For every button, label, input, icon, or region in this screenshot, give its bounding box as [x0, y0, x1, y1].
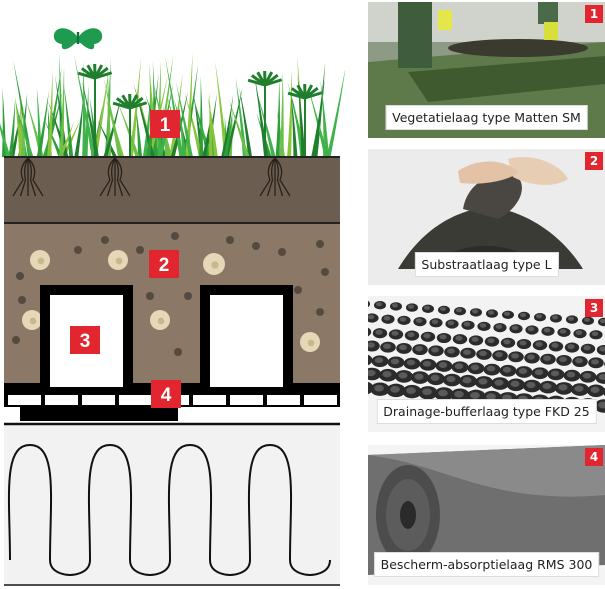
photo-protection-roll: 4 Bescherm-absorptielaag RMS 300 — [368, 445, 605, 585]
photo-caption-4: Bescherm-absorptielaag RMS 300 — [373, 552, 600, 577]
photo-badge-3: 3 — [585, 299, 603, 317]
layer-badge-4: 4 — [151, 380, 181, 408]
vegetation-grass — [0, 52, 345, 158]
photo-drainage-buffer: 3 Drainage-bufferlaag type FKD 25 — [368, 296, 605, 432]
svg-text:2: 2 — [159, 255, 170, 276]
butterfly-icon — [53, 28, 103, 50]
layer-badge-3: 3 — [70, 326, 100, 354]
layer-badge-2: 2 — [149, 250, 179, 278]
substrate-pebbles — [12, 232, 329, 356]
photo-caption-3: Drainage-bufferlaag type FKD 25 — [376, 399, 597, 424]
svg-text:3: 3 — [80, 331, 91, 352]
photo-caption-2: Substraatlaag type L — [414, 252, 559, 277]
layer-badge-1: 1 — [150, 110, 180, 138]
photo-vegetation-mat: 1 Vegetatielaag type Matten SM — [368, 2, 605, 138]
photo-badge-4: 4 — [585, 448, 603, 466]
svg-text:4: 4 — [161, 385, 172, 406]
green-roof-cross-section: 1 2 3 4 — [0, 28, 345, 586]
photo-caption-1: Vegetatielaag type Matten SM — [385, 105, 588, 130]
drainage-cup-right — [210, 295, 283, 387]
insulation-base — [4, 422, 340, 586]
roots — [12, 157, 291, 197]
photo-substrate: 2 Substraatlaag type L — [368, 149, 605, 285]
vegetation-mat-layer — [4, 157, 340, 223]
photo-badge-1: 1 — [585, 5, 603, 23]
photo-badge-2: 2 — [585, 152, 603, 170]
svg-text:1: 1 — [160, 115, 171, 136]
